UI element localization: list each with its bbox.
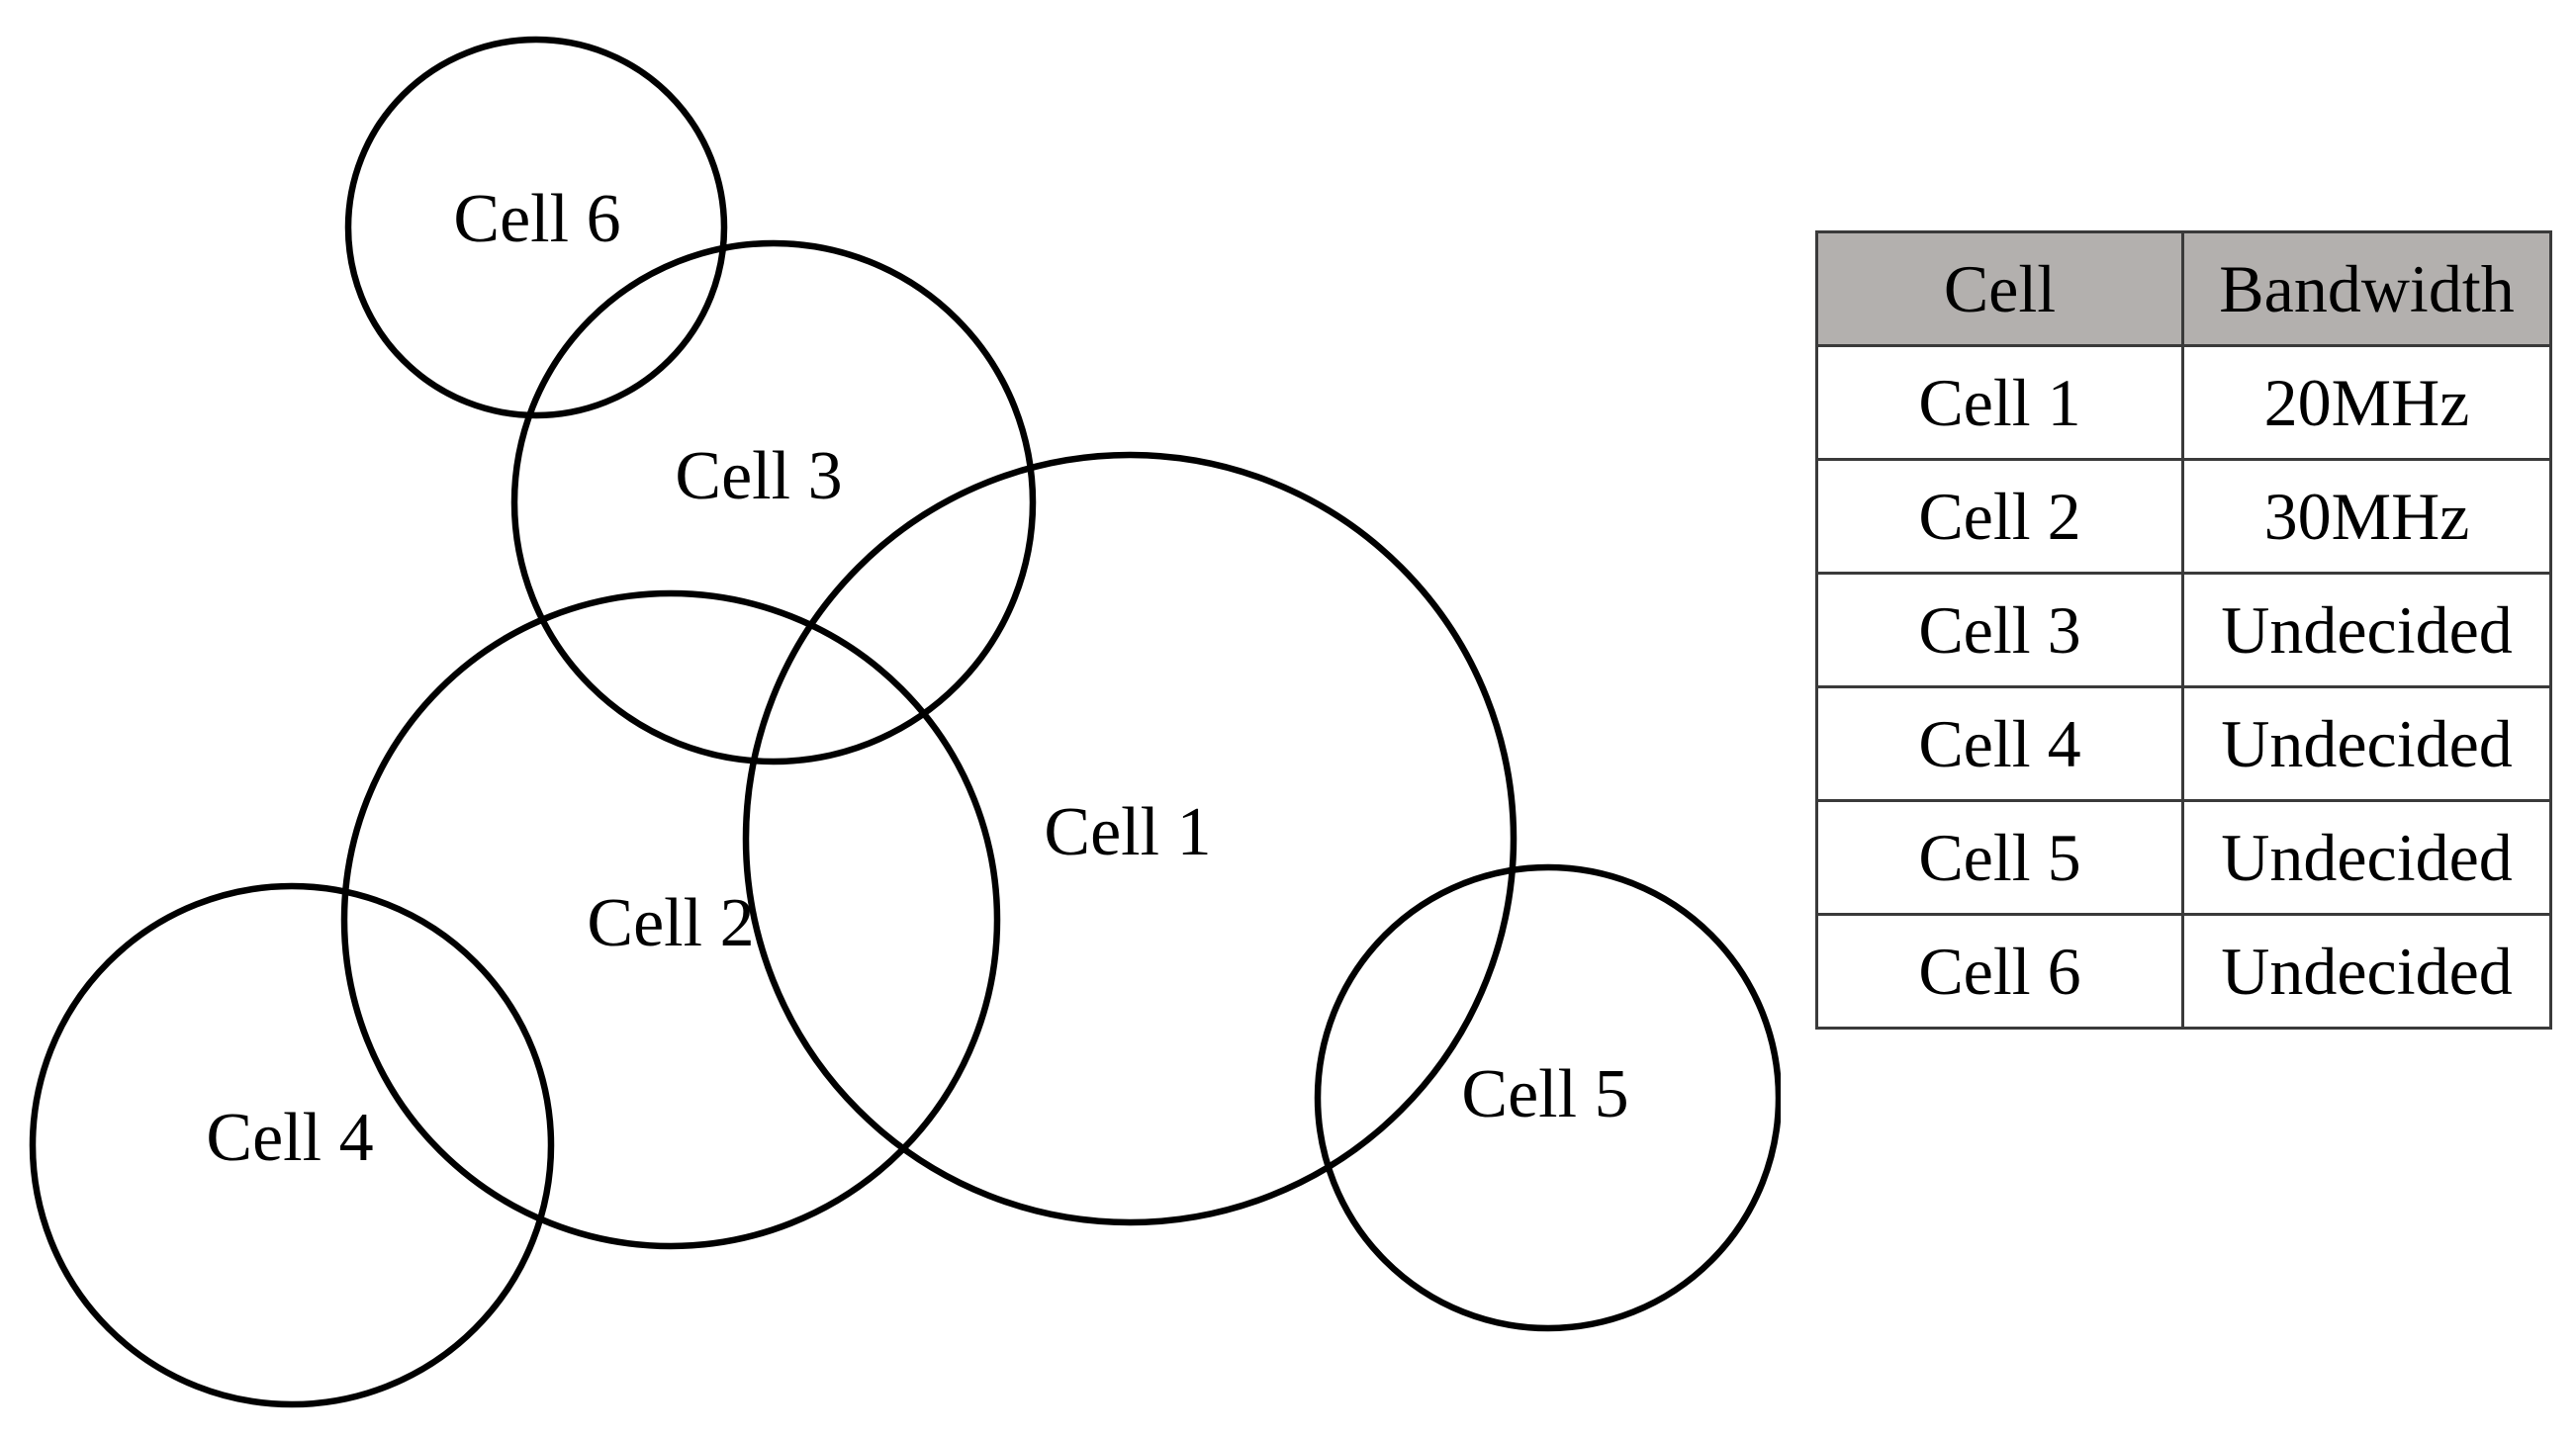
table-row: Cell 1 20MHz	[1815, 344, 2552, 461]
table-cell-bandwidth: 30MHz	[2181, 458, 2552, 575]
table-row: Cell 4 Undecided	[1815, 685, 2552, 802]
table-cell-name: Cell 5	[1815, 799, 2184, 916]
table-cell-name: Cell 3	[1815, 572, 2184, 688]
cell-3-label: Cell 3	[675, 438, 842, 514]
cell-6-coverage-circle	[344, 36, 728, 419]
cell-coverage-diagram: Cell 6 Cell 3 Cell 1 Cell 2 Cell 4 Cell …	[29, 36, 1781, 1408]
table-cell-bandwidth: Undecided	[2181, 913, 2552, 1030]
table-cell-name: Cell 2	[1815, 458, 2184, 575]
table-row: Cell 5 Undecided	[1815, 799, 2552, 916]
table-cell-name: Cell 4	[1815, 685, 2184, 802]
cell-3-coverage-circle	[510, 239, 1037, 765]
table-row: Cell 3 Undecided	[1815, 572, 2552, 688]
column-header-bandwidth: Bandwidth	[2181, 230, 2552, 347]
cell-1-coverage-circle	[742, 451, 1518, 1226]
table-cell-bandwidth: 20MHz	[2181, 344, 2552, 461]
table-row: Cell 2 30MHz	[1815, 458, 2552, 575]
cell-6-label: Cell 6	[453, 181, 620, 257]
cell-4-coverage-circle	[29, 882, 555, 1408]
column-header-cell: Cell	[1815, 230, 2184, 347]
cell-5-coverage-circle	[1314, 863, 1781, 1332]
cell-1-label: Cell 1	[1044, 794, 1211, 870]
cell-5-label: Cell 5	[1461, 1056, 1628, 1132]
table-cell-bandwidth: Undecided	[2181, 799, 2552, 916]
cell-4-label: Cell 4	[206, 1100, 373, 1176]
cell-2-label: Cell 2	[587, 885, 754, 961]
cell-2-coverage-circle	[340, 589, 1001, 1250]
table-row: Cell 6 Undecided	[1815, 913, 2552, 1030]
table-cell-name: Cell 1	[1815, 344, 2184, 461]
table-cell-bandwidth: Undecided	[2181, 572, 2552, 688]
table-cell-name: Cell 6	[1815, 913, 2184, 1030]
bandwidth-table: Cell Bandwidth Cell 1 20MHz Cell 2 30MHz…	[1815, 230, 2552, 1030]
table-header-row: Cell Bandwidth	[1815, 230, 2552, 347]
table-cell-bandwidth: Undecided	[2181, 685, 2552, 802]
